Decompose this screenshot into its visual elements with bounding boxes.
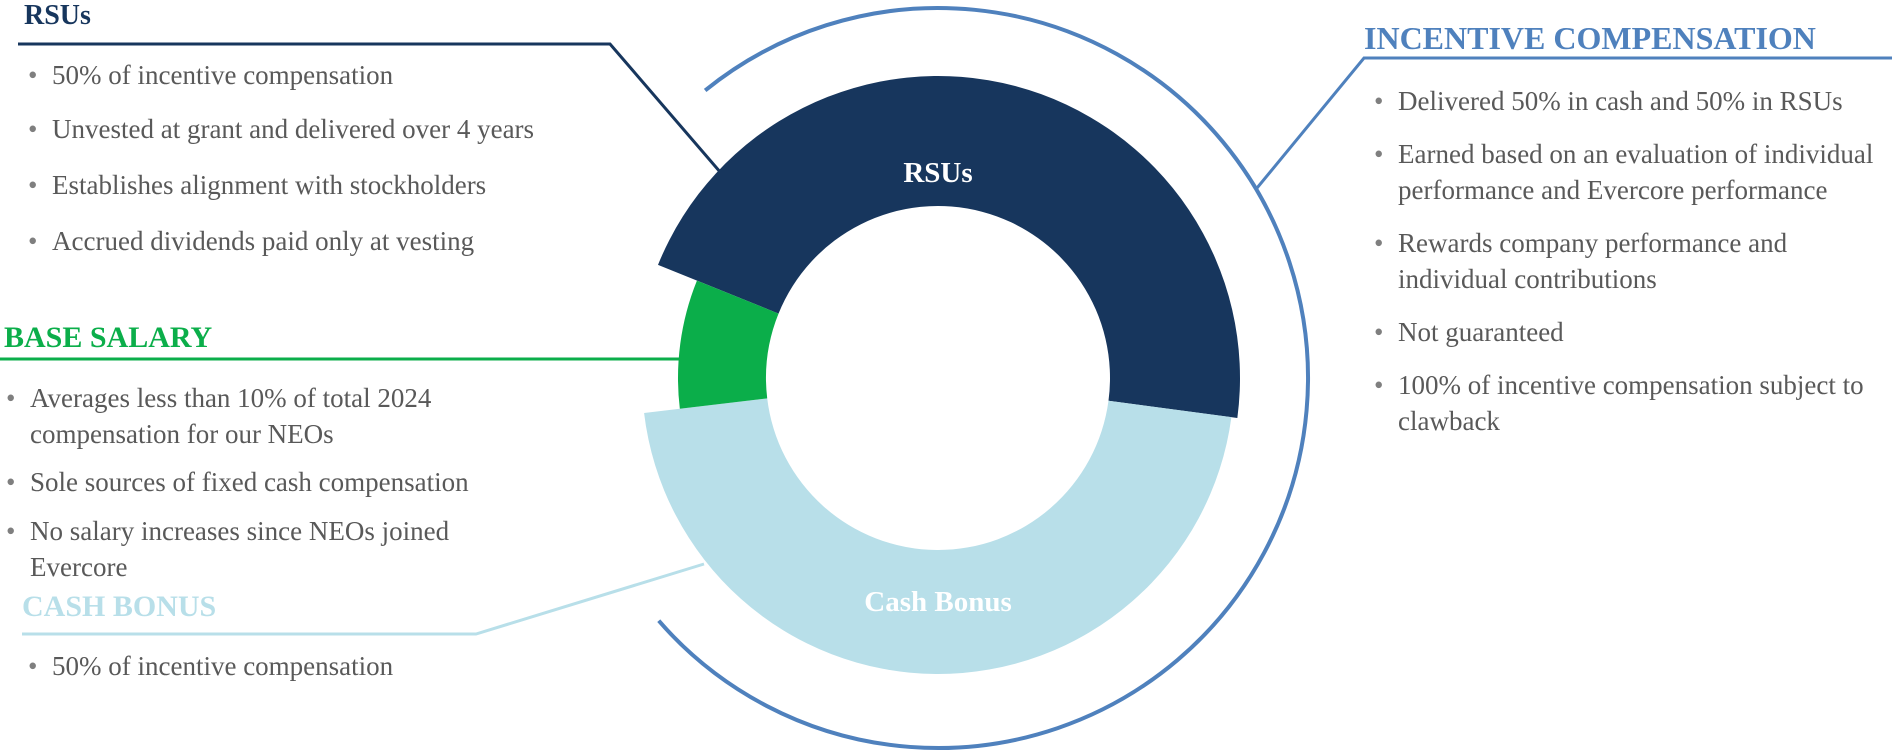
rsus-heading: RSUs bbox=[24, 0, 91, 31]
incentive-compensation-heading: INCENTIVE COMPENSATION bbox=[1364, 20, 1816, 56]
list-item: 100% of incentive compensation subject t… bbox=[1370, 367, 1892, 439]
list-item: Not guaranteed bbox=[1370, 314, 1892, 350]
list-item: Accrued dividends paid only at vesting bbox=[24, 223, 624, 259]
base-salary-bullet-list: Averages less than 10% of total 2024 com… bbox=[2, 380, 532, 585]
list-item: Averages less than 10% of total 2024 com… bbox=[2, 380, 532, 452]
cash-bonus-segment-label: Cash Bonus bbox=[864, 586, 1012, 618]
list-item: Unvested at grant and delivered over 4 y… bbox=[24, 111, 624, 147]
list-item: Delivered 50% in cash and 50% in RSUs bbox=[1370, 83, 1892, 119]
list-item: 50% of incentive compensation bbox=[24, 648, 624, 684]
list-item: No salary increases since NEOs joined Ev… bbox=[2, 513, 532, 585]
rsus-donut-segment bbox=[657, 76, 1240, 418]
cash-bonus-donut-segment bbox=[644, 398, 1232, 674]
base-salary-donut-segment bbox=[678, 280, 779, 409]
incentive-arc bbox=[657, 6, 1310, 750]
cash-bonus-bullet-list: 50% of incentive compensation bbox=[24, 648, 624, 684]
cash-bonus-heading: CASH BONUS bbox=[22, 590, 217, 623]
cash-bonus-leader-line bbox=[22, 562, 705, 636]
list-item: 50% of incentive compensation bbox=[24, 57, 624, 93]
list-item: Sole sources of fixed cash compensation bbox=[2, 464, 532, 500]
rsus-bullet-list: 50% of incentive compensation Unvested a… bbox=[24, 57, 624, 259]
rsus-segment-label: RSUs bbox=[903, 157, 972, 189]
list-item: Rewards company performance and individu… bbox=[1370, 225, 1892, 297]
incentive-bullet-list: Delivered 50% in cash and 50% in RSUs Ea… bbox=[1370, 83, 1892, 439]
base-salary-heading: BASE SALARY bbox=[4, 321, 213, 354]
rsus-leader-line bbox=[18, 42, 729, 181]
list-item: Earned based on an evaluation of individ… bbox=[1370, 136, 1892, 208]
incentive-leader-line bbox=[1255, 56, 1892, 189]
list-item: Establishes alignment with stockholders bbox=[24, 167, 624, 203]
